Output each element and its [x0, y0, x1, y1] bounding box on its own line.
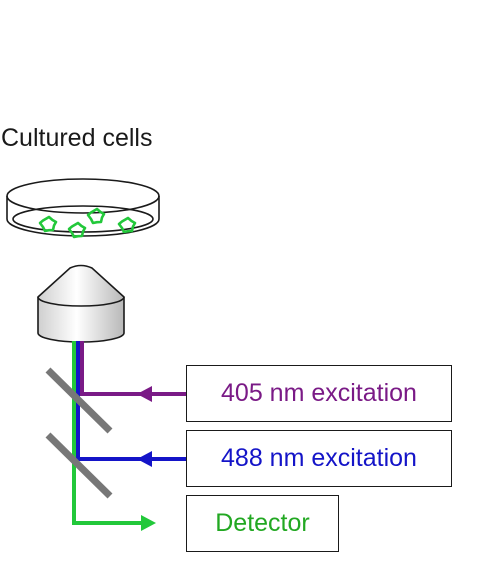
- beam-detector: [72, 341, 150, 525]
- diagram-title: Cultured cells: [1, 124, 153, 152]
- excitation-488-label: 488 nm excitation: [221, 444, 417, 472]
- detector-box: Detector: [186, 495, 339, 552]
- dichroic-mirrors: [45, 367, 113, 499]
- beam-488: [76, 341, 187, 461]
- cell-icon: [86, 207, 106, 225]
- arrow-icon: [137, 451, 152, 467]
- arrow-icon: [141, 515, 156, 531]
- excitation-405-label: 405 nm excitation: [221, 379, 417, 407]
- arrowheads: [137, 386, 156, 531]
- excitation-405-box: 405 nm excitation: [186, 365, 452, 422]
- objective-lens-icon: [37, 264, 125, 343]
- dichroic-mirror-icon: [45, 367, 113, 434]
- cell-icon: [67, 221, 87, 239]
- cell-icon: [117, 216, 137, 234]
- excitation-488-box: 488 nm excitation: [186, 430, 452, 487]
- detector-label: Detector: [215, 509, 310, 537]
- beam-405: [80, 341, 187, 396]
- beam-paths: [72, 341, 187, 525]
- dichroic-mirror-icon: [45, 432, 113, 499]
- cells-group: [38, 207, 137, 239]
- cell-icon: [38, 215, 58, 233]
- arrow-icon: [137, 386, 152, 402]
